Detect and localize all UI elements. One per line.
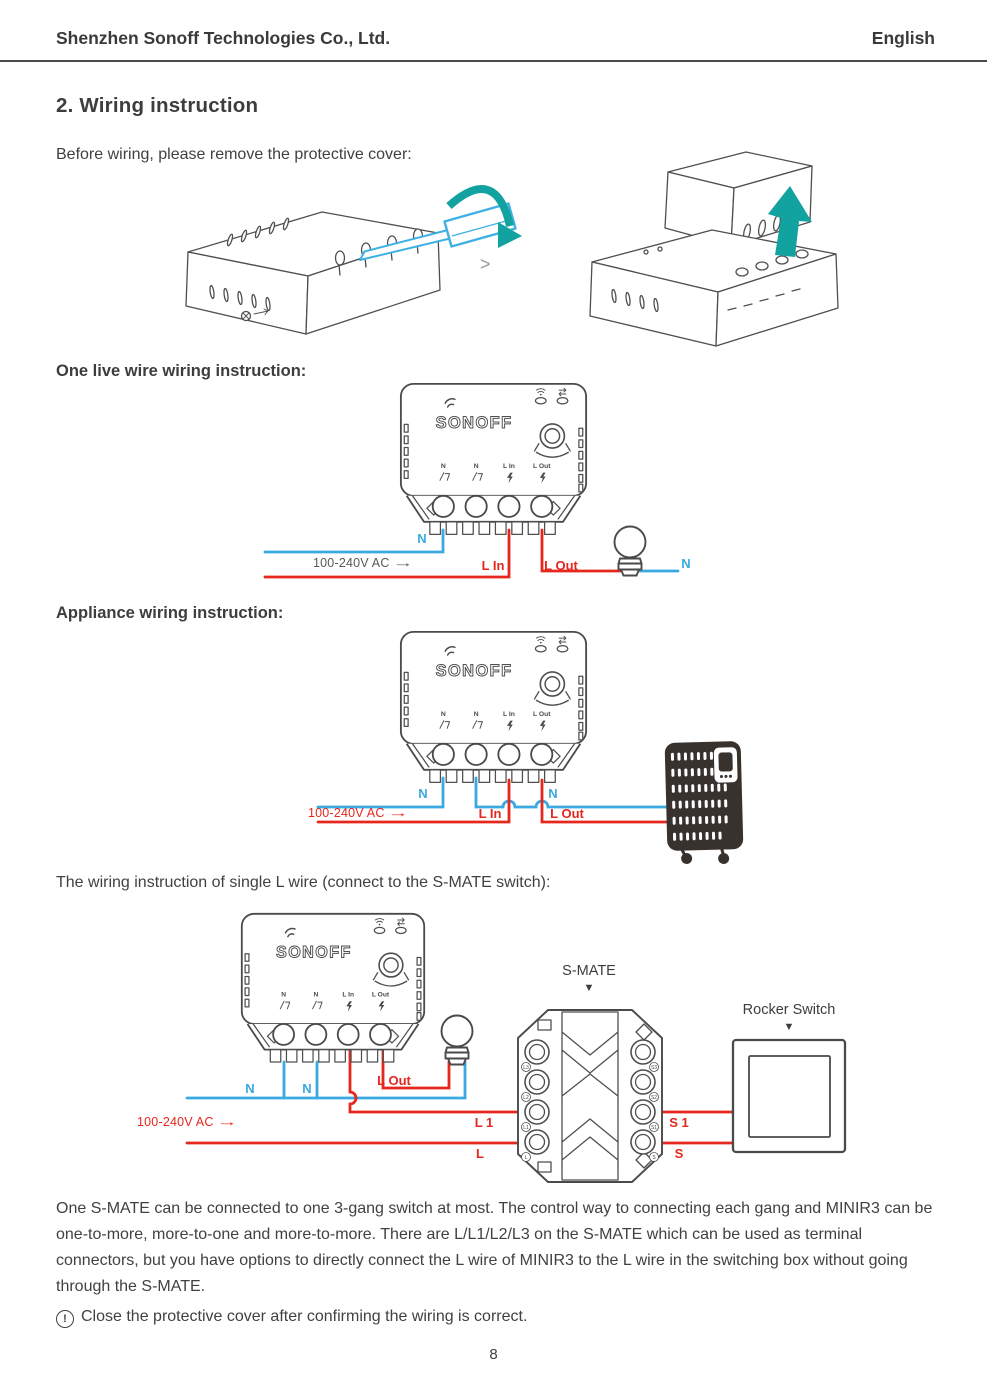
wire-neutral-bus bbox=[185, 1060, 467, 1100]
smate-switch: L3 L2 L1 L S3 S2 S1 S bbox=[517, 1009, 663, 1183]
rocker-pointer-icon: ▼ bbox=[783, 1021, 795, 1033]
exclamation-icon: ! bbox=[56, 1310, 74, 1328]
svg-text:L: L bbox=[525, 1155, 528, 1161]
light-bulb bbox=[613, 525, 647, 577]
d2-supply-label: 100-240V AC→ bbox=[308, 806, 409, 820]
page-number: 8 bbox=[489, 1346, 498, 1363]
front-vent-slots bbox=[209, 284, 271, 312]
minir3-device bbox=[399, 630, 588, 784]
d3-l1-label: L 1 bbox=[474, 1115, 494, 1130]
language-label: English bbox=[871, 28, 935, 48]
d3-n2-label: N bbox=[302, 1081, 312, 1096]
base-terminals bbox=[727, 249, 809, 311]
note-row: ! Close the protective cover after confi… bbox=[56, 1308, 527, 1328]
heater-wheels bbox=[680, 847, 730, 865]
smate-pointer-icon: ▼ bbox=[583, 982, 595, 994]
supply-arrow-icon: → bbox=[392, 556, 414, 570]
screwdriver-icon bbox=[359, 202, 517, 261]
d2-l-out-label: L Out bbox=[550, 806, 584, 821]
heading-single-l: The wiring instruction of single L wire … bbox=[56, 874, 551, 891]
svg-text:L3: L3 bbox=[523, 1065, 529, 1071]
header-divider bbox=[0, 60, 987, 62]
d3-supply-label: 100-240V AC→ bbox=[137, 1115, 238, 1129]
svg-text:S2: S2 bbox=[651, 1095, 657, 1101]
svg-text:S: S bbox=[652, 1155, 656, 1161]
heading-one-live-wire: One live wire wiring instruction: bbox=[56, 362, 307, 380]
supply-arrow-icon: → bbox=[387, 806, 409, 820]
d3-n1-label: N bbox=[245, 1081, 255, 1096]
base-vent-slots bbox=[611, 246, 663, 313]
d1-n-left-label: N bbox=[417, 531, 427, 546]
diagram-appliance bbox=[316, 630, 744, 865]
body-paragraph: One S-MATE can be connected to one 3-gan… bbox=[56, 1200, 933, 1295]
wire-neutral-in bbox=[316, 776, 445, 809]
note-text: Close the protective cover after confirm… bbox=[81, 1308, 528, 1325]
diagram-one-live-wire bbox=[263, 382, 680, 579]
wire-l1 bbox=[348, 1034, 528, 1114]
d3-l-label: L bbox=[476, 1146, 484, 1161]
d2-l-in-label: L In bbox=[478, 806, 502, 821]
smate-caption: S-MATE bbox=[562, 963, 616, 979]
illustration-lift-cover bbox=[589, 151, 839, 347]
svg-text:S3: S3 bbox=[651, 1065, 657, 1071]
d2-n-left-label: N bbox=[418, 786, 428, 801]
company-name: Shenzhen Sonoff Technologies Co., Ltd. bbox=[56, 28, 391, 48]
wire-live-in bbox=[316, 778, 511, 824]
rocker-switch bbox=[731, 1038, 847, 1154]
wire-live-out bbox=[540, 778, 670, 824]
d3-s1-label: S 1 bbox=[669, 1115, 689, 1130]
d1-l-out-label: L Out bbox=[544, 558, 578, 573]
light-bulb bbox=[440, 1014, 474, 1066]
d3-s-label: S bbox=[674, 1146, 684, 1161]
rotate-arrow-icon bbox=[446, 185, 522, 248]
illustration-pry-cover bbox=[185, 185, 522, 335]
section-title: 2. Wiring instruction bbox=[56, 94, 259, 117]
heading-appliance: Appliance wiring instruction: bbox=[56, 604, 284, 622]
svg-text:S1: S1 bbox=[651, 1125, 657, 1131]
d1-l-in-label: L In bbox=[481, 558, 505, 573]
d3-l-out-label: L Out bbox=[377, 1073, 411, 1088]
minir3-device bbox=[399, 382, 588, 536]
d1-supply-label: 100-240V AC→ bbox=[313, 556, 414, 570]
wire-live-out bbox=[540, 528, 622, 573]
svg-text:L2: L2 bbox=[523, 1095, 529, 1101]
illustration-separator: > bbox=[480, 254, 491, 274]
svg-text:L1: L1 bbox=[523, 1125, 529, 1131]
wire-neutral-appliance bbox=[474, 776, 670, 809]
smate-terminals-right: S3 S2 S1 S bbox=[630, 1039, 659, 1162]
wire-neutral-in bbox=[263, 528, 445, 554]
diagram-smate: L3 L2 L1 L S3 S2 S1 S bbox=[185, 912, 847, 1183]
lift-arrow-icon bbox=[768, 186, 812, 257]
screw-hint-icon bbox=[240, 308, 269, 322]
heater-control-panel bbox=[713, 747, 738, 783]
wire-live-in bbox=[263, 528, 511, 579]
d1-n-right-label: N bbox=[681, 556, 691, 571]
heater-appliance bbox=[664, 741, 744, 865]
cover-vent-slots bbox=[226, 217, 290, 247]
smate-terminals-left: L3 L2 L1 L bbox=[521, 1039, 550, 1162]
supply-arrow-icon: → bbox=[216, 1115, 238, 1129]
minir3-device bbox=[240, 912, 426, 1063]
rocker-caption: Rocker Switch bbox=[742, 1002, 836, 1018]
d2-n-right-label: N bbox=[548, 786, 558, 801]
intro-text: Before wiring, please remove the protect… bbox=[56, 146, 412, 163]
